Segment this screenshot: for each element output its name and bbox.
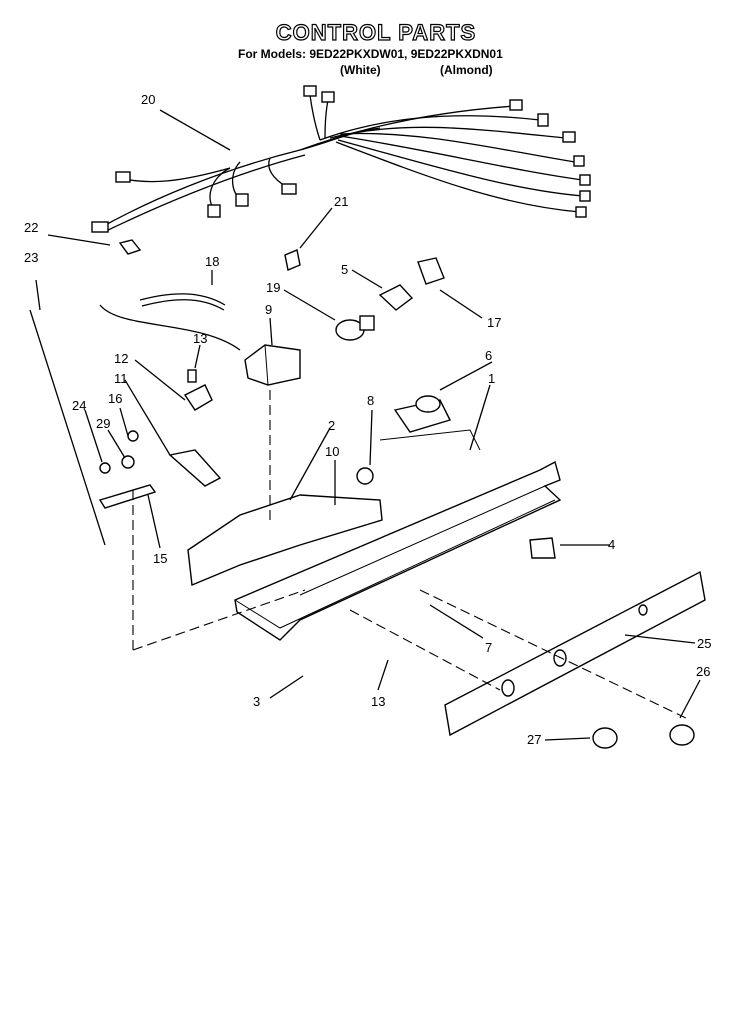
callout-3: 3 (253, 694, 260, 709)
wiring-harness (91, 85, 591, 233)
callout-9: 9 (265, 302, 272, 317)
callout-26: 26 (696, 664, 710, 679)
callout-13-top: 13 (193, 331, 207, 346)
damper-control (244, 344, 301, 386)
callout-8: 8 (367, 393, 374, 408)
leader-lines (29, 109, 701, 741)
foam-tube (139, 293, 226, 306)
callout-16: 16 (108, 391, 122, 406)
callout-12: 12 (114, 351, 128, 366)
light-socket (378, 257, 445, 311)
refrigerator-knob (669, 724, 695, 746)
callout-27: 27 (527, 732, 541, 747)
page-title: CONTROL PARTS (275, 19, 477, 45)
callout-17: 17 (487, 315, 501, 330)
callout-7: 7 (485, 640, 492, 655)
callout-18: 18 (205, 254, 219, 269)
freezer-knob (592, 727, 618, 749)
thermostat (393, 395, 451, 433)
control-housing (234, 429, 562, 641)
nut (127, 430, 139, 442)
wire-retainer (284, 249, 301, 271)
callout-2: 2 (328, 418, 335, 433)
callout-10: 10 (325, 444, 339, 459)
clip (529, 537, 556, 559)
variant-white-label: (White) (340, 63, 381, 77)
callout-5: 5 (341, 262, 348, 277)
callout-22: 22 (24, 220, 38, 235)
callout-20: 20 (141, 92, 155, 107)
washer-small (99, 462, 111, 474)
callout-11: 11 (114, 371, 128, 386)
callout-4: 4 (608, 537, 615, 552)
control-shaft (168, 449, 222, 487)
variant-almond-label: (Almond) (440, 63, 493, 77)
mounting-bracket (187, 494, 383, 587)
callout-6: 6 (485, 348, 492, 363)
callout-13-bottom: 13 (371, 694, 385, 709)
callout-1: 1 (488, 371, 495, 386)
callout-24: 24 (72, 398, 86, 413)
callout-29: 29 (96, 416, 110, 431)
callout-15: 15 (153, 551, 167, 566)
callout-21: 21 (334, 194, 348, 209)
control-panel (444, 570, 706, 737)
light-switch (356, 467, 374, 485)
model-numbers: For Models: 9ED22PKXDW01, 9ED22PKXDN01 (238, 47, 503, 61)
harness-clip (118, 239, 142, 255)
light-bulb (335, 315, 375, 341)
callout-19: 19 (266, 280, 280, 295)
cold-control-link (98, 484, 157, 509)
capillary-tube (99, 304, 241, 351)
washer (121, 455, 135, 469)
bracket (183, 384, 213, 411)
callout-25: 25 (697, 636, 711, 651)
callout-23: 23 (24, 250, 38, 265)
screw (187, 369, 197, 383)
